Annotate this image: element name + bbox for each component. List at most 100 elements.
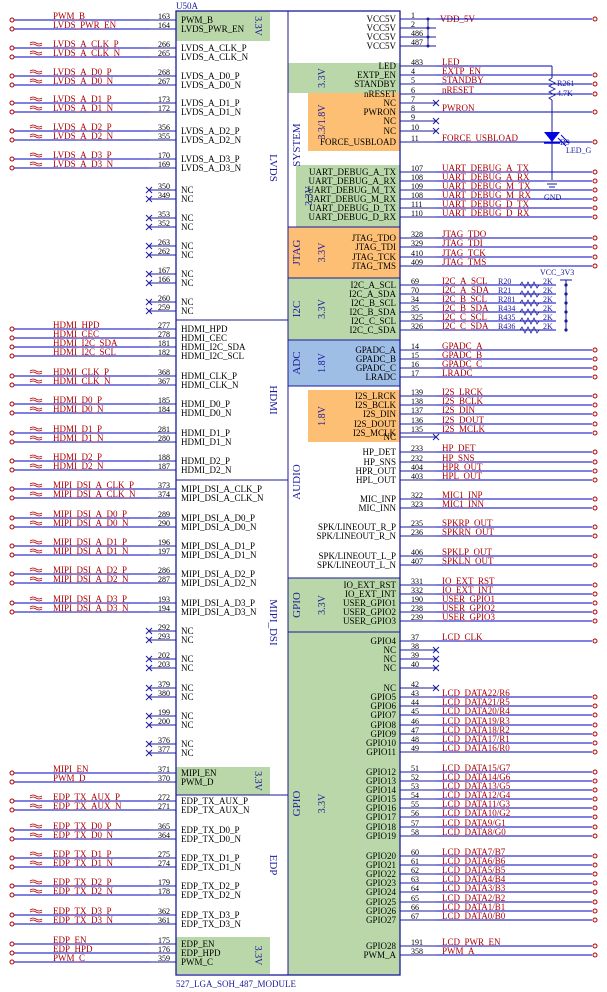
pin-label: MIPI_DSI_A_D3_P: [181, 598, 255, 608]
pin-number: 486: [411, 29, 423, 38]
pin-label: MIPI_DSI_A_D0_P: [181, 513, 255, 523]
pin-label: PWM_B: [181, 15, 213, 25]
pin-number: 290: [158, 519, 170, 528]
net-label: HDMI_D1_P: [53, 424, 102, 434]
net-label: MIPI_DSI_A_CLK_N: [53, 489, 136, 499]
net-label: PWRON: [442, 103, 475, 113]
pin-label: EDP_EN: [181, 939, 215, 949]
net-label: I2C_B_SCL: [442, 294, 487, 304]
net-port: [9, 543, 15, 549]
pin-number: 362: [158, 907, 170, 916]
nc-mark: [145, 684, 153, 692]
net-port: [9, 410, 15, 416]
nc-mark: [145, 279, 153, 287]
net-label: EDP_TX_D0_N: [53, 830, 113, 840]
net-port: [592, 591, 598, 597]
net-port: [9, 373, 15, 379]
pin-number: 44: [411, 698, 419, 707]
net-label: LCD_DATA6/B6: [442, 856, 506, 866]
pin-label: GPIO13: [366, 776, 397, 786]
net-label: I2S_LRCK: [442, 387, 484, 397]
net-label: EDP_TX_D3_N: [53, 915, 113, 925]
net-port: [592, 374, 598, 380]
pin-label: GPADC_C: [356, 363, 396, 373]
net-port: [9, 883, 15, 889]
nc-mark: [432, 117, 440, 125]
pin-number: 235: [411, 519, 423, 528]
pin-label: GPIO9: [370, 729, 396, 739]
net-port: [9, 326, 15, 332]
net-port: [592, 638, 598, 644]
net-port: [592, 908, 598, 914]
net-label: LCD_DATA22/R6: [442, 688, 510, 698]
diff-pair-mark: [29, 576, 43, 582]
net-label: LCD_DATA1/B1: [442, 902, 505, 912]
pin-label: EDP_TX_AUX_P: [181, 796, 248, 806]
pin-number: 265: [158, 49, 170, 58]
pin-number: 178: [158, 887, 170, 896]
net-label: EDP_TX_AUX_P: [53, 792, 120, 802]
net-label: HDMI_CLK_N: [53, 376, 111, 386]
pin-number: 173: [158, 95, 170, 104]
pin-number: 135: [411, 425, 423, 434]
pin-number: 274: [158, 859, 170, 868]
net-label: LCD_PWR_EN: [442, 937, 501, 947]
voltage-label: 3.3V: [252, 771, 263, 792]
pin-label: GPIO10: [366, 738, 397, 748]
pin-number: 259: [158, 303, 170, 312]
pin-label: JTAG_TMS: [352, 261, 396, 271]
pin-number: 367: [158, 377, 170, 386]
pin-label: NC: [181, 278, 194, 288]
pin-number: 355: [158, 132, 170, 141]
region-system-orange: [308, 93, 400, 151]
net-port: [9, 353, 15, 359]
diff-pair-mark: [29, 406, 43, 412]
pin-number: 46: [411, 717, 419, 726]
net-port: [592, 91, 598, 97]
pin-number: 17: [411, 369, 419, 378]
net-label: HP_SNS: [442, 453, 475, 463]
net-port: [592, 205, 598, 211]
net-port: [9, 807, 15, 813]
net-label: LCD_DATA9/G1: [442, 818, 506, 828]
pin-label: NC: [383, 126, 396, 136]
pin-label: UART_DEBUG_D_RX: [309, 212, 397, 222]
pin-label: GPIO27: [366, 915, 397, 925]
net-label: nRESET: [442, 85, 475, 95]
net-port: [592, 722, 598, 728]
pin-label: NC: [181, 683, 194, 693]
pin-number: 199: [158, 708, 170, 717]
pin-number: 197: [158, 547, 170, 556]
pin-number: 239: [411, 613, 423, 622]
pin-label: HPL_OUT: [356, 475, 397, 485]
pin-number: 233: [411, 444, 423, 453]
net-label: LCD_DATA8/G0: [442, 827, 506, 837]
pin-label: JTAG_TDI: [355, 242, 396, 252]
net-port: [592, 694, 598, 700]
net-port: [9, 959, 15, 965]
net-label: EDP_TX_D0_P: [53, 821, 112, 831]
net-port: [592, 72, 598, 78]
pin-label: NC: [383, 116, 396, 126]
pin-number: 277: [158, 321, 170, 330]
net-label: MIPI_EN: [53, 764, 89, 774]
pin-number: 272: [158, 793, 170, 802]
pin-label: EXTP_EN: [357, 70, 396, 80]
pin-label: NC: [383, 654, 396, 664]
pin-label: I2C_A_SDA: [349, 289, 397, 299]
